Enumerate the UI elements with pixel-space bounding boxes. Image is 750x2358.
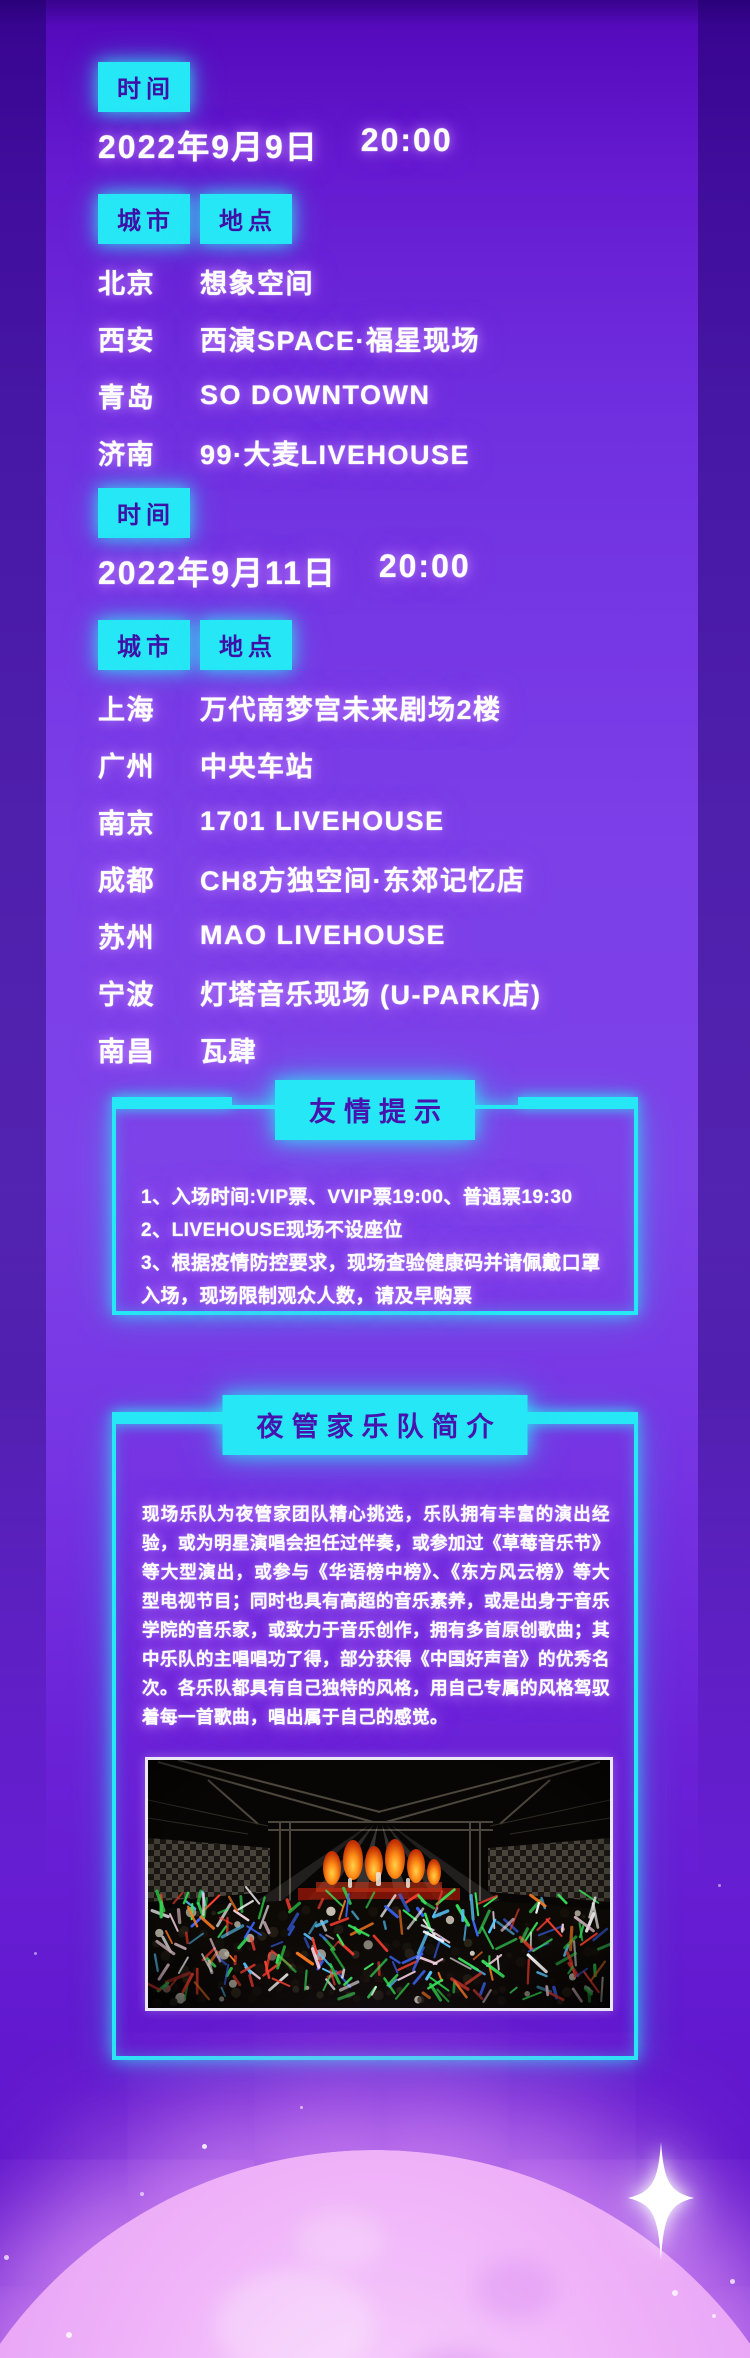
show-venue: 万代南梦宫未来剧场2楼 [200,695,502,725]
show-city: 济南 [98,440,155,470]
show-venue: 99·大麦LIVEHOUSE [200,440,471,470]
show-city: 宁波 [98,980,155,1010]
show-city: 上海 [98,695,155,725]
show-row: 南昌 瓦肆 [98,1021,678,1078]
show-row: 成都 CH8方独空间·东郊记忆店 [98,850,678,907]
show-row: 青岛 SO DOWNTOWN [98,367,678,424]
show-venue: 想象空间 [200,269,314,299]
tips-item: 3、根据疫情防控要求，现场查验健康码并请佩戴口罩入场，现场限制观众人数，请及早购… [141,1253,601,1307]
band-intro-paragraph: 现场乐队为夜管家团队精心挑选，乐队拥有丰富的演出经验，或为明星演唱会担任过伴奏，… [142,1504,610,1727]
show-row: 苏州 MAO LIVEHOUSE [98,907,678,964]
show-time: 20:00 [378,548,471,584]
band-intro-title-badge: 夜管家乐队简介 [222,1395,528,1455]
venue-label: 地点 [219,208,277,235]
frame-accent-bar [518,1097,638,1107]
show-row: 西安 西演SPACE·福星现场 [98,310,678,367]
column-header-row: 城市 地点 [98,194,678,244]
city-label: 城市 [117,208,175,235]
venue-label: 地点 [219,634,277,661]
tips-item: 2、LIVEHOUSE现场不设座位 [141,1220,403,1241]
show-row: 宁波 灯塔音乐现场 (U-PARK店) [98,964,678,1021]
show-venue: CH8方独空间·东郊记忆店 [200,866,526,896]
date-row: 2022年9月11日 20:00 [98,548,678,594]
show-city: 南昌 [98,1037,155,1067]
sparkle-star-icon [628,2142,694,2260]
schedule-section-2: 时间 2022年9月11日 20:00 城市 地点 上海 万代南梦宫未来剧场2楼… [98,488,678,1078]
show-city: 广州 [98,752,155,782]
column-header-row: 城市 地点 [98,620,678,670]
show-city: 北京 [98,269,155,299]
frame-accent-bar [518,1412,638,1422]
show-city: 西安 [98,326,155,356]
city-label-badge: 城市 [98,194,190,244]
star-dot [34,1952,37,1955]
show-city: 苏州 [98,923,155,953]
star-dot [300,2106,303,2109]
tips-title: 友情提示 [309,1097,449,1127]
tips-item: 1、入场时间:VIP票、VVIP票19:00、普通票19:30 [141,1187,573,1208]
star-dot [730,2279,735,2284]
show-time: 20:00 [360,122,453,158]
star-dot [712,2314,716,2318]
star-dot [718,1884,721,1887]
show-city: 南京 [98,809,155,839]
time-label: 时间 [117,76,175,103]
show-venue: 西演SPACE·福星现场 [200,326,481,356]
time-label-badge: 时间 [98,488,190,538]
show-row: 南京 1701 LIVEHOUSE [98,793,678,850]
time-label: 时间 [117,502,175,529]
show-row: 上海 万代南梦宫未来剧场2楼 [98,679,678,736]
show-venue: 灯塔音乐现场 (U-PARK店) [200,980,542,1010]
star-dot [140,2192,144,2196]
show-list: 上海 万代南梦宫未来剧场2楼 广州 中央车站 南京 1701 LIVEHOUSE… [98,679,678,1078]
show-date: 2022年9月11日 [98,555,337,591]
concert-crowd-photo [145,1757,613,2011]
star-dot [4,2255,9,2260]
band-intro-box: 夜管家乐队简介 现场乐队为夜管家团队精心挑选，乐队拥有丰富的演出经验，或为明星演… [112,1395,638,2060]
time-label-badge: 时间 [98,62,190,112]
show-date: 2022年9月9日 [98,129,319,165]
tips-title-badge: 友情提示 [275,1080,475,1140]
frame-accent-bar [112,1412,232,1422]
city-label: 城市 [117,634,175,661]
show-row: 广州 中央车站 [98,736,678,793]
city-label-badge: 城市 [98,620,190,670]
date-row: 2022年9月9日 20:00 [98,122,678,168]
band-intro-title: 夜管家乐队简介 [256,1412,502,1442]
tips-list: 1、入场时间:VIP票、VVIP票19:00、普通票19:30 2、LIVEHO… [141,1181,612,1313]
show-venue: 瓦肆 [200,1037,257,1067]
top-vignette [0,0,750,26]
star-dot [66,2332,72,2338]
star-dot [202,2144,207,2149]
show-row: 济南 99·大麦LIVEHOUSE [98,424,678,481]
show-venue: SO DOWNTOWN [200,380,431,410]
venue-label-badge: 地点 [200,194,292,244]
tips-box: 友情提示 1、入场时间:VIP票、VVIP票19:00、普通票19:30 2、L… [112,1080,638,1315]
show-venue: 中央车站 [200,752,314,782]
show-list: 北京 想象空间 西安 西演SPACE·福星现场 青岛 SO DOWNTOWN 济… [98,253,678,481]
left-vignette [0,0,46,1980]
show-city: 青岛 [98,383,155,413]
show-venue: MAO LIVEHOUSE [200,920,447,950]
frame-accent-bar [112,1097,232,1107]
show-row: 北京 想象空间 [98,253,678,310]
venue-label-badge: 地点 [200,620,292,670]
star-dot [672,2290,678,2296]
schedule-section-1: 时间 2022年9月9日 20:00 城市 地点 北京 想象空间 西安 西演SP… [98,62,678,481]
right-vignette [698,0,750,1980]
show-venue: 1701 LIVEHOUSE [200,806,445,836]
show-city: 成都 [98,866,155,896]
